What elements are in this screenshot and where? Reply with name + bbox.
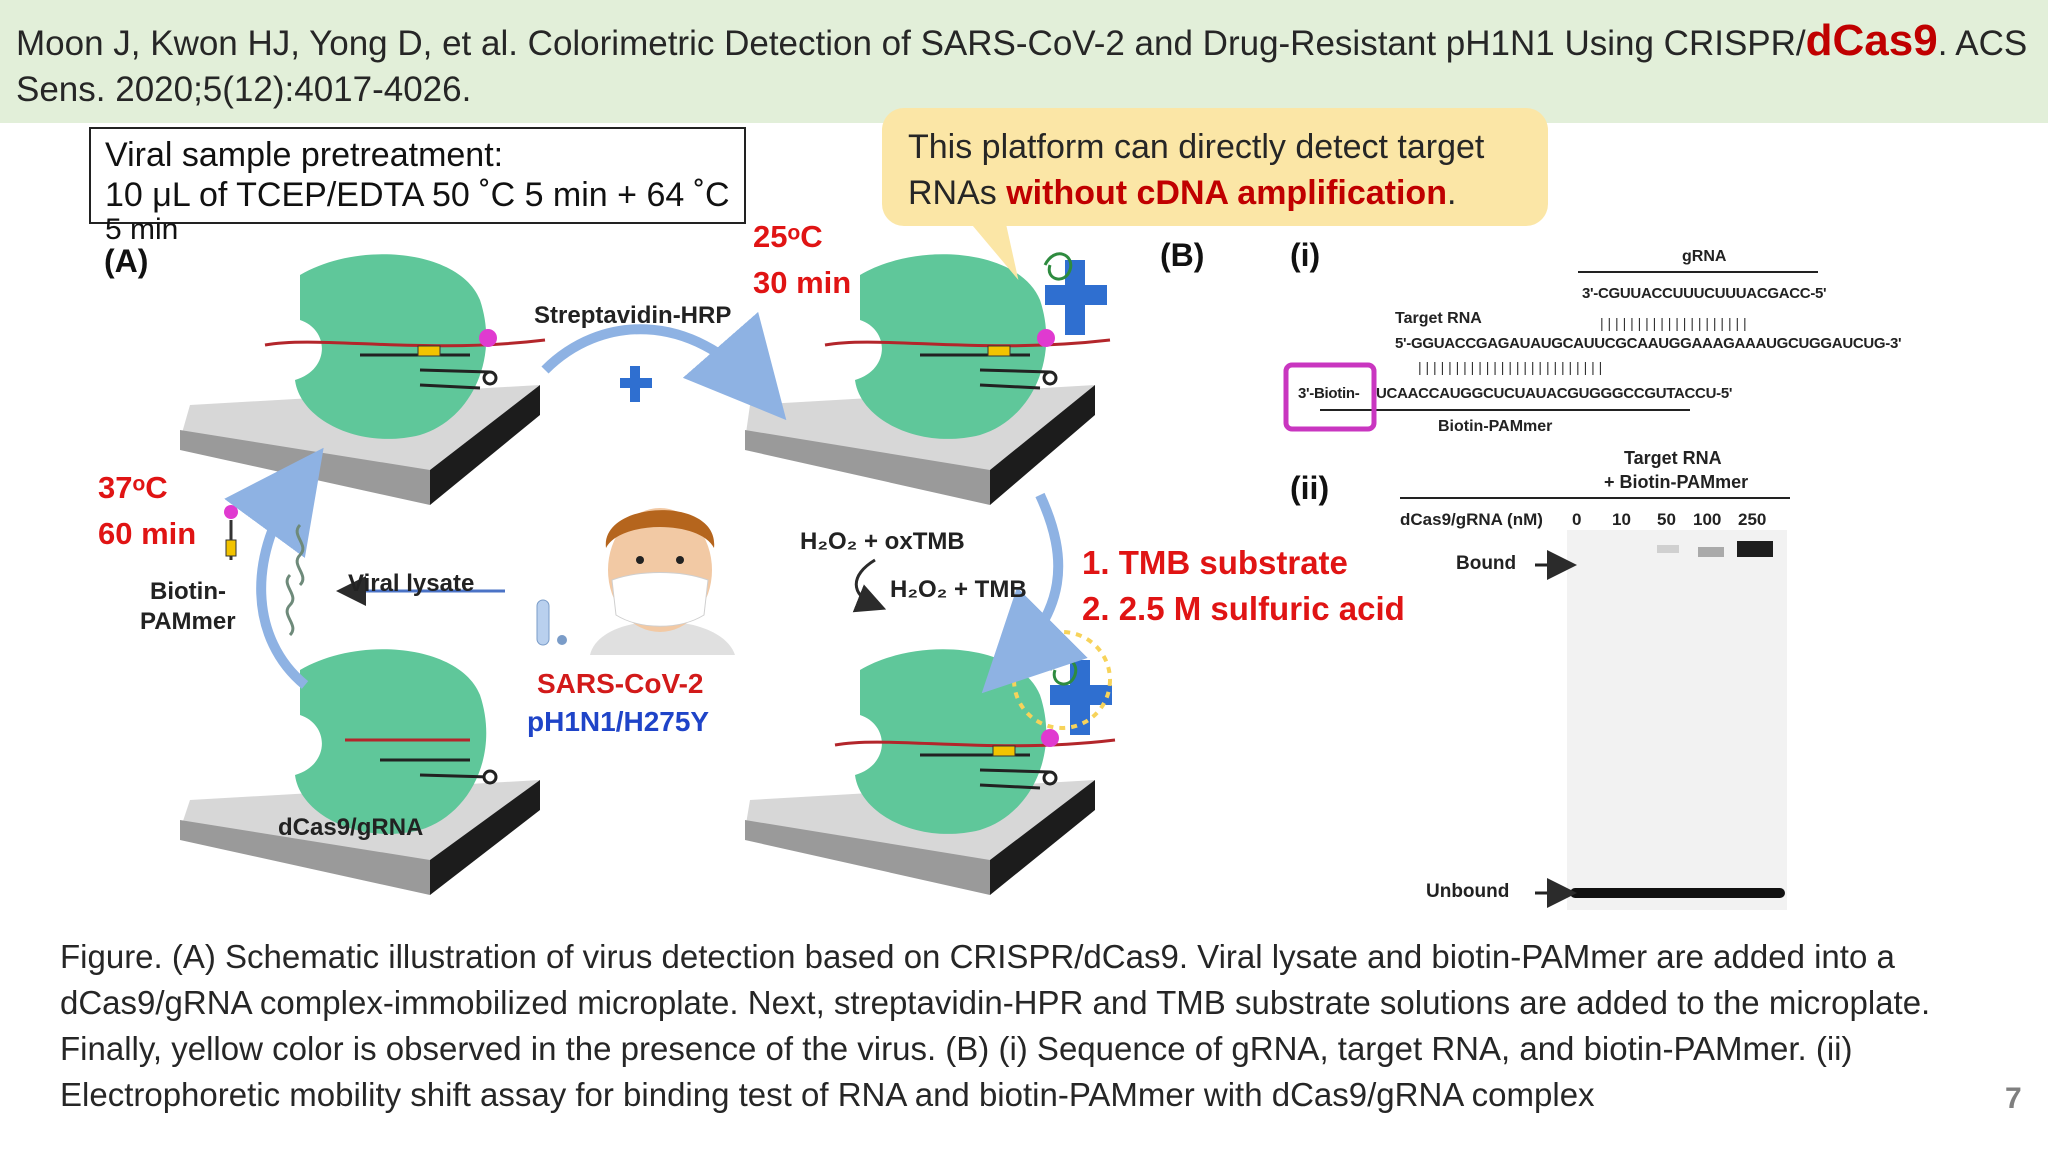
step-left-temperature: 37ᵒC — [98, 470, 168, 505]
step-top-time: 30 min — [753, 265, 852, 300]
panel-b-label: (B) — [1160, 237, 1205, 273]
dcas9-grna-label: dCas9/gRNA — [278, 814, 424, 841]
reference-text-end: . ACS Sens. 2020;5(12):4017-4026. — [16, 24, 2028, 109]
tmb-label: H₂O₂ + TMB — [890, 576, 1027, 603]
step-top-temperature: 25ᵒC — [753, 219, 823, 254]
panel-b-sub-ii: (ii) — [1290, 470, 1330, 506]
grna-strand — [360, 353, 1058, 790]
unbound-label: Unbound — [1426, 881, 1510, 902]
target-rna-strand — [264, 338, 1116, 748]
target-rna-label: Target RNA — [1395, 310, 1482, 327]
sequence-diagram: | | | | | | | | | | | | | | | | | | | | … — [1283, 271, 1818, 499]
viral-lysate-label: Viral lysate — [348, 570, 475, 597]
biotin-highlight-box — [1283, 362, 1377, 432]
step-tmb-substrate: 1. TMB substrate — [1082, 544, 1348, 581]
step-left-time: 60 min — [98, 516, 197, 551]
pretreatment-title: Viral sample pretreatment: — [105, 136, 504, 174]
callout-highlight: without cDNA amplification — [1006, 174, 1447, 212]
gel-image — [1535, 530, 1787, 910]
streptavidin-hrp-label: Streptavidin-HRP — [534, 302, 732, 329]
callout-text-end: . — [1446, 174, 1457, 212]
tmb-reaction-arrows — [336, 558, 887, 613]
pretreatment-box: Viral sample pretreatment: 10 μL of TCEP… — [89, 127, 746, 245]
pammer-seq-bold: GGCC — [1600, 385, 1645, 402]
pretreatment-conditions: 10 μL of TCEP/EDTA 50 ˚C 5 min + 64 ˚C — [105, 176, 730, 214]
biotin-prefix: 3'-Biotin- — [1298, 385, 1360, 402]
gel-conc-0: 0 — [1572, 510, 1582, 529]
step-sulfuric-acid: 2. 2.5 M sulfuric acid — [1082, 590, 1405, 627]
pammer-sequence: UCAACCAUGGCUCUAUACGUGGGCCGUTACCU-5' — [1376, 385, 1732, 402]
cycle-arrows — [224, 311, 1088, 694]
reference-highlight: dCas9 — [1805, 16, 1938, 65]
page-number: 7 — [2005, 1082, 2022, 1115]
grna-sequence: 3'-CGUUACCUUUCUUUACGACC-5' — [1582, 285, 1827, 302]
pammer-seq-part: UCAACCAUGGCUCUAUACGUG — [1376, 385, 1601, 402]
gel-conc-50: 50 — [1657, 510, 1676, 529]
svg-text:| | | | | | | | | | | | | | |: | | | | | | | | | | | | | | | | | | | | — [1600, 315, 1747, 331]
rna-strand-icon — [285, 523, 305, 637]
pammer-seq-end: GUTACCU-5' — [1644, 385, 1733, 402]
svg-text:| | | | | | | | | | | | | | |: | | | | | | | | | | | | | | | | | | | | … — [1418, 359, 1602, 375]
dcas9-protein — [295, 254, 1047, 834]
panel-b-sub-i: (i) — [1290, 237, 1321, 273]
pammer-label: PAMmer — [140, 608, 236, 635]
reference-header: Moon J, Kwon HJ, Yong D, et al. Colorime… — [0, 0, 2048, 123]
face-mask-person-icon — [590, 508, 735, 655]
gel-title-target: Target RNA — [1624, 448, 1722, 468]
gel-title-pammer: + Biotin-PAMmer — [1604, 472, 1749, 492]
grna-title: gRNA — [1682, 248, 1727, 265]
tube-icon — [536, 599, 567, 646]
oxtmb-label: H₂O₂ + oxTMB — [800, 528, 965, 555]
panel-a-label: (A) — [104, 243, 149, 279]
gel-conc-250: 250 — [1738, 510, 1767, 529]
target-rna-sequence: 5'-GGUACCGAGAUAUGCAUUCGCAAUGGAAAGAAAUGCU… — [1395, 335, 1902, 352]
gel-conc-100: 100 — [1693, 510, 1722, 529]
pretreatment-conditions-cont: 5 min — [105, 213, 179, 246]
gel-row-label: dCas9/gRNA (nM) — [1400, 510, 1543, 529]
gel-conc-10: 10 — [1612, 510, 1631, 529]
arrow-icon — [541, 311, 787, 421]
callout-bubble: This platform can directly detect target… — [882, 108, 1548, 226]
biotin-label: Biotin- — [150, 578, 226, 605]
figure-caption: Figure. (A) Schematic illustration of vi… — [60, 938, 1931, 1113]
arrow-icon — [224, 447, 324, 689]
biotin-pammer-label: Biotin-PAMmer — [1438, 418, 1553, 435]
callout-text: This platform can directly detect target… — [908, 128, 1485, 212]
hrp-enzyme-icon — [620, 260, 1112, 735]
bound-label: Bound — [1456, 553, 1517, 574]
reference-text: Moon J, Kwon HJ, Yong D, et al. Colorime… — [16, 24, 1806, 63]
virus-label-ph1n1: pH1N1/H275Y — [527, 706, 710, 737]
virus-label-sars: SARS-CoV-2 — [537, 668, 704, 699]
arrow-icon — [981, 492, 1088, 694]
